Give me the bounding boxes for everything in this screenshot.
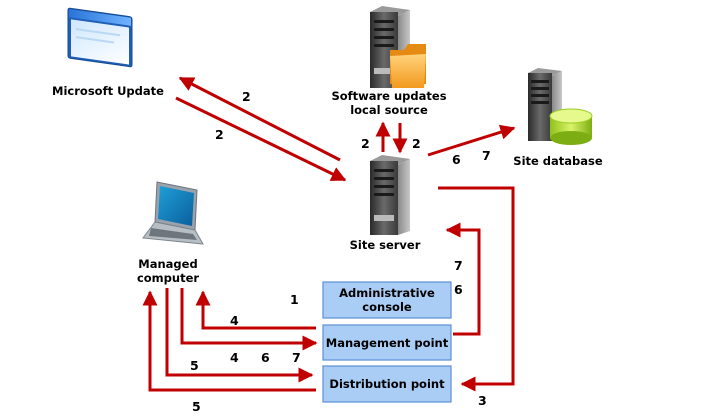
step-admin-1: 1 — [290, 292, 299, 307]
arrow-mu-to-server — [175, 96, 347, 182]
arrow-mc-to-dp — [165, 288, 314, 383]
management-point-label: Management point — [326, 336, 449, 350]
step-mc-7-mid: 7 — [292, 350, 301, 365]
step-right-7: 7 — [454, 258, 463, 273]
arrow-mc-to-mp — [180, 288, 318, 351]
step-mc-4-top: 4 — [230, 313, 239, 328]
label-microsoft-update: Microsoft Update — [52, 84, 164, 98]
admin-console-line1: Administrative — [339, 286, 435, 300]
arrow-admin-to-mc — [195, 290, 316, 330]
step-mc-6-mid: 6 — [261, 350, 270, 365]
step-mc-4-mid: 4 — [230, 350, 239, 365]
step-db-7: 7 — [482, 148, 491, 163]
label-site-database: Site database — [513, 154, 603, 168]
label-software-updates-line2: local source — [350, 103, 428, 117]
arrow-server-to-dp — [438, 186, 515, 392]
arrow-mp-to-server — [445, 222, 481, 336]
step-mc-5-bottom: 5 — [192, 399, 201, 414]
arrow-server-to-db — [427, 124, 516, 157]
step-sus-left: 2 — [361, 136, 370, 151]
label-managed-line1: Managed — [138, 257, 197, 271]
step-mu-upper: 2 — [242, 89, 251, 104]
distribution-point-box[interactable]: Distribution point — [322, 365, 452, 403]
administrative-console-box[interactable]: Administrative console — [322, 281, 452, 319]
step-mc-5-mid: 5 — [190, 358, 199, 373]
management-point-box[interactable]: Management point — [322, 324, 452, 361]
arrows — [142, 76, 516, 392]
step-db-6: 6 — [452, 152, 461, 167]
arrow-dp-to-mc — [142, 290, 316, 392]
step-dp-3: 3 — [478, 393, 487, 408]
label-site-server: Site server — [350, 238, 421, 252]
server-icon — [370, 155, 410, 235]
browser-window-icon — [67, 7, 133, 68]
step-right-6: 6 — [454, 282, 463, 297]
server-database-icon — [528, 68, 593, 145]
step-mu-lower: 2 — [215, 127, 224, 142]
server-folder-icon — [370, 6, 426, 88]
step-sus-right: 2 — [412, 136, 421, 151]
distribution-point-label: Distribution point — [329, 377, 445, 391]
label-managed-line2: computer — [137, 271, 199, 285]
label-software-updates-line1: Software updates — [331, 89, 446, 103]
laptop-icon — [142, 181, 204, 245]
arrow-server-to-mu — [178, 76, 341, 162]
admin-console-line2: console — [362, 300, 412, 314]
